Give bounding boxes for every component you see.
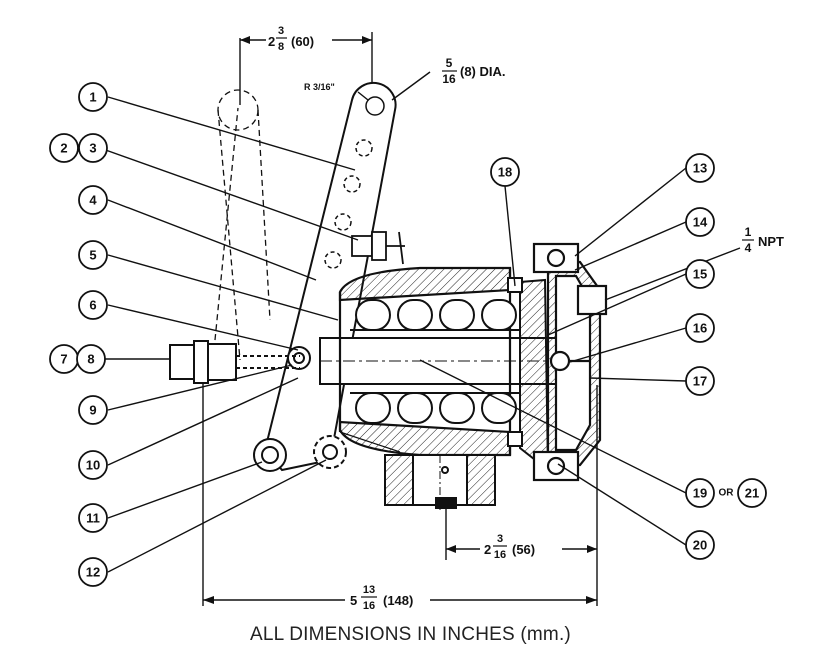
callout-20: 20 (693, 538, 707, 553)
dimension-bottom: 5 13 16 (148) (350, 584, 413, 612)
dim-mid-mm: (56) (512, 542, 535, 557)
callout-5: 5 (89, 248, 96, 263)
dim-npt-den: 4 (745, 241, 752, 255)
callout-14: 14 (693, 215, 708, 230)
dim-bottom-den: 16 (363, 600, 375, 612)
dim-mid-den: 16 (494, 549, 506, 561)
dim-top-mm: (60) (291, 34, 314, 49)
dim-npt-num: 1 (745, 225, 752, 239)
dim-top-whole: 2 (268, 34, 275, 49)
callout-2: 2 (60, 141, 67, 156)
callout-7: 7 (60, 352, 67, 367)
lever-alternate-position (213, 89, 271, 361)
spring-upper (350, 299, 520, 331)
callout-6: 6 (89, 298, 96, 313)
callout-11: 11 (86, 511, 100, 526)
dim-hole-rest: (8) DIA. (460, 64, 506, 79)
callout-10: 10 (86, 458, 100, 473)
lever-pivots (253, 346, 347, 472)
dim-top-den: 8 (278, 41, 284, 53)
mounting-bracket (384, 454, 496, 510)
dimension-arrows (203, 36, 597, 604)
cylinder-outline (339, 431, 401, 453)
callout-3: 3 (89, 141, 96, 156)
callout-15: 15 (693, 267, 707, 282)
stud-bolt (169, 340, 300, 384)
lever-holes (324, 96, 385, 269)
callout-4: 4 (89, 193, 97, 208)
caption: ALL DIMENSIONS IN INCHES (mm.) (250, 624, 571, 645)
callout-16: 16 (693, 321, 707, 336)
callout-circles (49, 82, 767, 587)
callout-1: 1 (89, 90, 96, 105)
callout-21: 21 (745, 486, 759, 501)
dim-hole-num: 5 (446, 56, 453, 70)
dimension-top: 2 3 8 (60) (268, 25, 314, 53)
callout-18: 18 (498, 165, 512, 180)
callout-or-text: OR (719, 488, 735, 499)
dim-npt-rest: NPT (758, 234, 784, 249)
dim-bottom-num: 13 (363, 584, 375, 596)
dim-mid-num: 3 (497, 533, 503, 545)
clamp-bolt (351, 231, 405, 265)
leader-lines (99, 71, 741, 573)
dim-bottom-whole: 5 (350, 593, 357, 608)
callout-12: 12 (86, 565, 100, 580)
dimension-hole: 5 16 (8) DIA. (442, 56, 506, 86)
dim-radius: R 3/16" (304, 82, 335, 92)
dim-hole-den: 16 (442, 72, 456, 86)
callout-numbers: 1 2 3 4 5 6 7 8 9 10 11 12 13 14 15 16 1… (60, 90, 759, 580)
dimension-npt: 1 4 NPT (742, 225, 784, 255)
dim-bottom-mm: (148) (383, 593, 413, 608)
spring-lower (350, 392, 520, 424)
callout-8: 8 (87, 352, 94, 367)
lever-arm (263, 81, 397, 472)
dim-mid-whole: 2 (484, 542, 491, 557)
dimension-middle: 2 3 16 (56) (484, 533, 535, 561)
callout-17: 17 (693, 374, 707, 389)
callout-19: 19 (693, 486, 707, 501)
callout-13: 13 (693, 161, 707, 176)
callout-9: 9 (89, 403, 96, 418)
dim-top-num: 3 (278, 25, 284, 37)
